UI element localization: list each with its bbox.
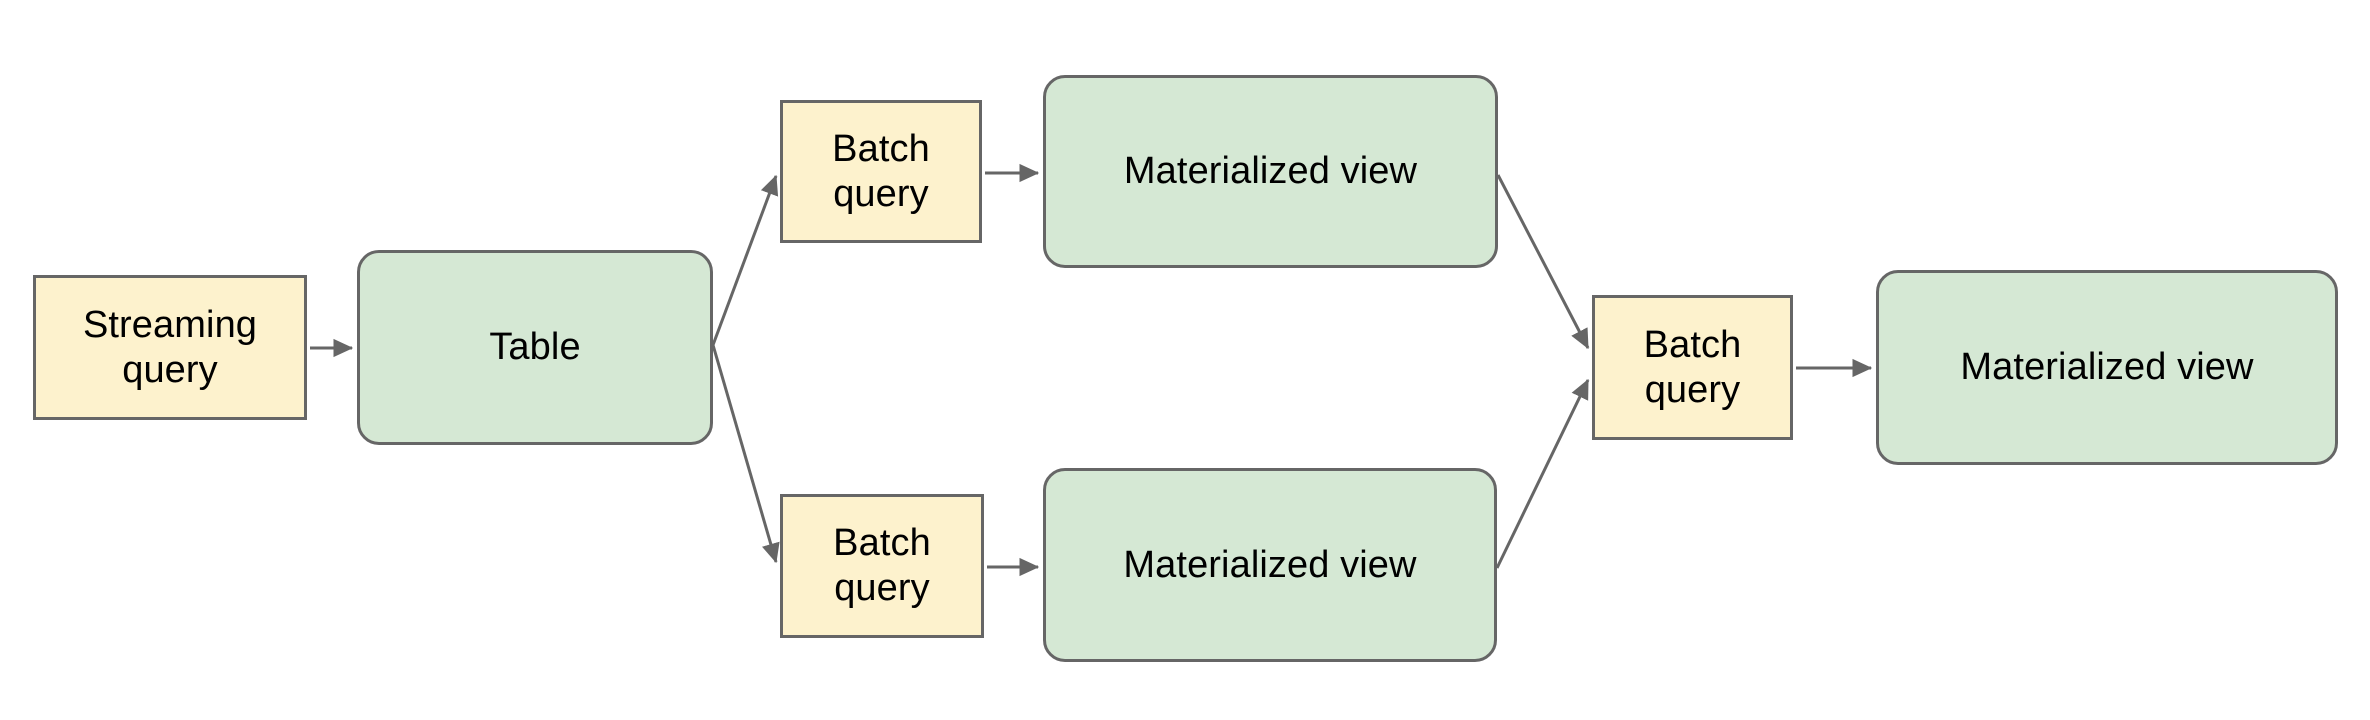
- node-materialized-view-bottom-label: Materialized view: [1123, 543, 1417, 586]
- node-materialized-view-top-label: Materialized view: [1123, 150, 1418, 193]
- node-batch-query-middle[interactable]: Batch query: [1592, 295, 1793, 440]
- edge-table-to-batch-query-top: [711, 174, 779, 346]
- node-batch-query-top-label: Batch query: [832, 127, 930, 215]
- node-batch-query-bottom-label: Batch query: [833, 522, 931, 609]
- node-materialized-view-right-label: Materialized view: [1960, 346, 2254, 389]
- edge-table-to-batch-query-bottom: [711, 344, 780, 564]
- node-batch-query-middle-label: Batch query: [1643, 323, 1742, 411]
- edge-materialized-view-top-to-batch-query-middle: [1496, 174, 1590, 350]
- node-batch-query-top[interactable]: Batch query: [780, 100, 982, 243]
- node-table[interactable]: Table: [357, 250, 713, 445]
- edge-materialized-view-bottom-to-batch-query-middle: [1495, 378, 1590, 569]
- node-materialized-view-top[interactable]: Materialized view: [1043, 75, 1498, 268]
- node-streaming-query-label: Streaming query: [82, 303, 258, 391]
- node-streaming-query[interactable]: Streaming query: [33, 275, 307, 420]
- node-materialized-view-right[interactable]: Materialized view: [1876, 270, 2338, 465]
- node-materialized-view-bottom[interactable]: Materialized view: [1043, 468, 1497, 662]
- node-table-label: Table: [489, 326, 581, 369]
- node-batch-query-bottom[interactable]: Batch query: [780, 494, 984, 638]
